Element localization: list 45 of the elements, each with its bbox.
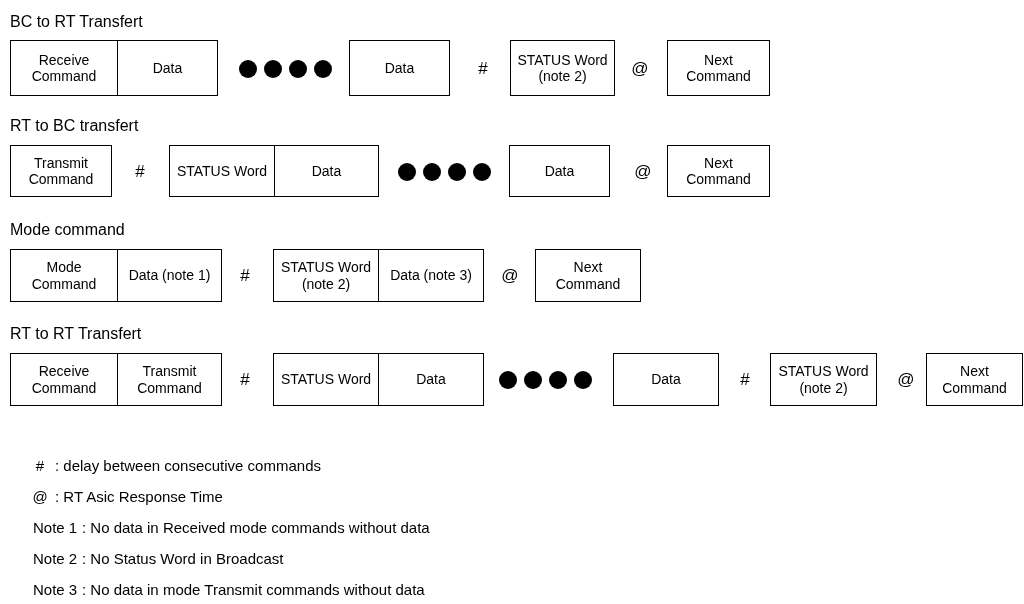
timing-symbol: @: [897, 370, 915, 388]
note-text: Note 2: [33, 551, 78, 566]
word-box: STATUS Word (note 2): [510, 40, 615, 96]
word-box: Data: [274, 145, 379, 197]
timing-symbol: @: [634, 162, 652, 180]
word-box: Transmit Command: [117, 353, 222, 406]
timing-symbol: #: [240, 266, 250, 284]
note-text: : RT Asic Response Time: [55, 489, 223, 504]
section-heading: BC to RT Transfert: [10, 14, 143, 30]
word-box: Data: [349, 40, 450, 96]
word-box: Mode Command: [10, 249, 118, 302]
legend-symbol: @: [32, 488, 48, 504]
timing-symbol: #: [478, 59, 488, 77]
note-text: Note 3: [33, 582, 78, 597]
word-box: Data: [117, 40, 218, 96]
word-box: STATUS Word: [273, 353, 379, 406]
word-box: Data: [613, 353, 719, 406]
word-box: Next Command: [926, 353, 1023, 406]
timing-symbol: #: [740, 370, 750, 388]
timing-symbol: #: [240, 370, 250, 388]
word-box: Transmit Command: [10, 145, 112, 197]
note-text: : No data in Received mode commands without data: [82, 520, 430, 535]
section-heading: RT to RT Transfert: [10, 326, 142, 342]
word-box: Next Command: [667, 145, 770, 197]
word-box: Data (note 3): [378, 249, 484, 302]
note-text: : No Status Word in Broadcast: [82, 551, 284, 566]
word-box: STATUS Word: [169, 145, 275, 197]
section-heading: RT to BC transfert: [10, 118, 139, 134]
word-box: Next Command: [535, 249, 641, 302]
word-box: Next Command: [667, 40, 770, 96]
timing-symbol: @: [631, 59, 649, 77]
timing-symbol: #: [135, 162, 145, 180]
note-text: : delay between consecutive commands: [55, 458, 321, 473]
section-heading: Mode command: [10, 222, 125, 238]
word-box: Data: [378, 353, 484, 406]
word-box: STATUS Word (note 2): [770, 353, 877, 406]
note-text: : No data in mode Transmit commands without data: [82, 582, 425, 597]
word-box: Receive Command: [10, 353, 118, 406]
timing-symbol: @: [501, 266, 519, 284]
word-box: Data: [509, 145, 610, 197]
legend-symbol: #: [35, 457, 45, 473]
word-box: Data (note 1): [117, 249, 222, 302]
word-box: STATUS Word (note 2): [273, 249, 379, 302]
word-box: Receive Command: [10, 40, 118, 96]
note-text: Note 1: [33, 520, 78, 535]
